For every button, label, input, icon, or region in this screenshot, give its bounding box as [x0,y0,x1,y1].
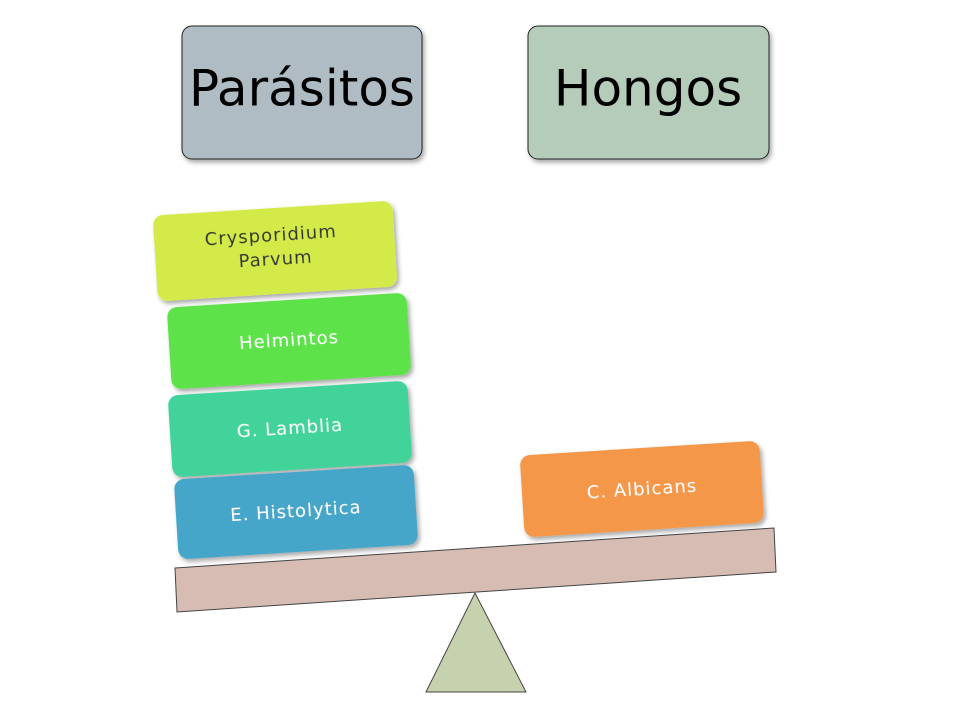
stack-item-g-lamblia-box [168,381,412,477]
stack-item-crysporidium-label: Crysporidium Parvum [204,221,346,275]
header-parasitos: Parásitos [181,25,423,160]
header-hongos-label: Hongos [554,60,742,118]
stack-item-e-histolytica-box [174,465,418,559]
seesaw-beam [174,527,777,613]
stack-item-helmintos-box [167,293,411,389]
seesaw-fulcrum [425,591,527,693]
stack-item-c-albicans-box [520,441,764,537]
header-hongos-box [527,25,770,160]
stack-item-g-lamblia: G. Lamblia [168,381,412,477]
stack-item-crysporidium: Crysporidium Parvum [153,201,397,301]
crysporidium-line-2: Parvum [238,247,313,273]
stack-item-crysporidium-box [153,201,397,301]
header-hongos: Hongos [527,25,770,160]
header-parasitos-label: Parásitos [189,60,415,118]
header-parasitos-box [181,25,423,160]
stack-item-helmintos: Helmintos [167,293,411,389]
stack-item-c-albicans: C. Albicans [520,441,764,537]
stack-item-e-histolytica: E. Histolytica [174,465,418,559]
